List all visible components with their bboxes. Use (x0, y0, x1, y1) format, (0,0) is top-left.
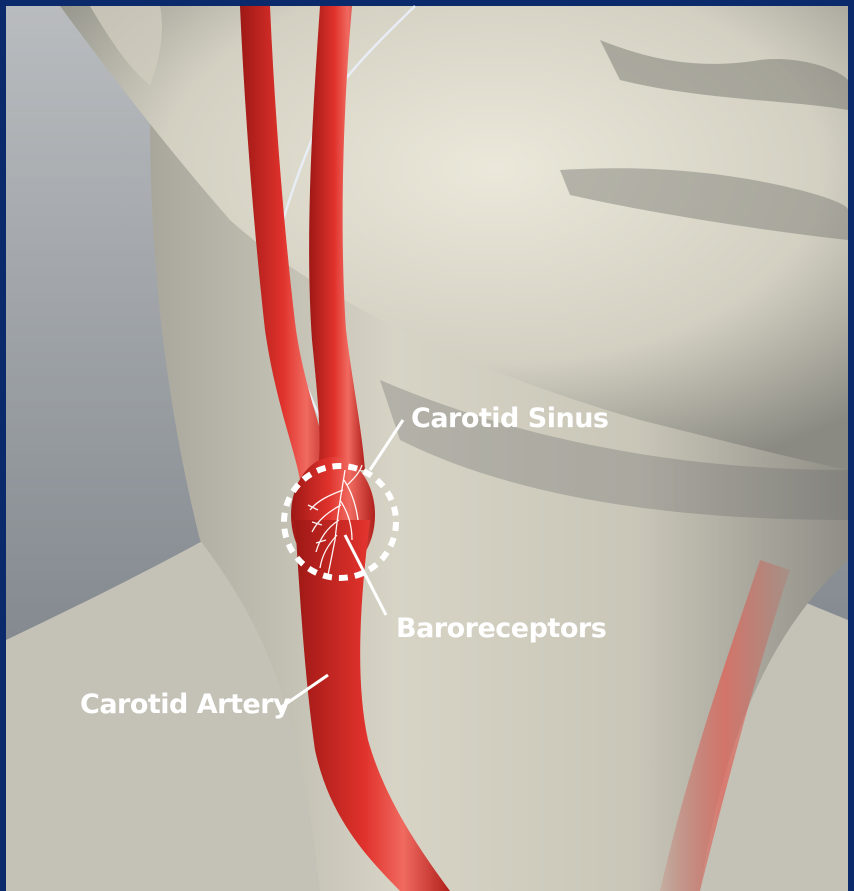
carotid-artery-label: Carotid Artery (80, 689, 291, 720)
carotid-sinus-label: Carotid Sinus (411, 403, 609, 434)
baroreceptors-label: Baroreceptors (396, 613, 606, 644)
